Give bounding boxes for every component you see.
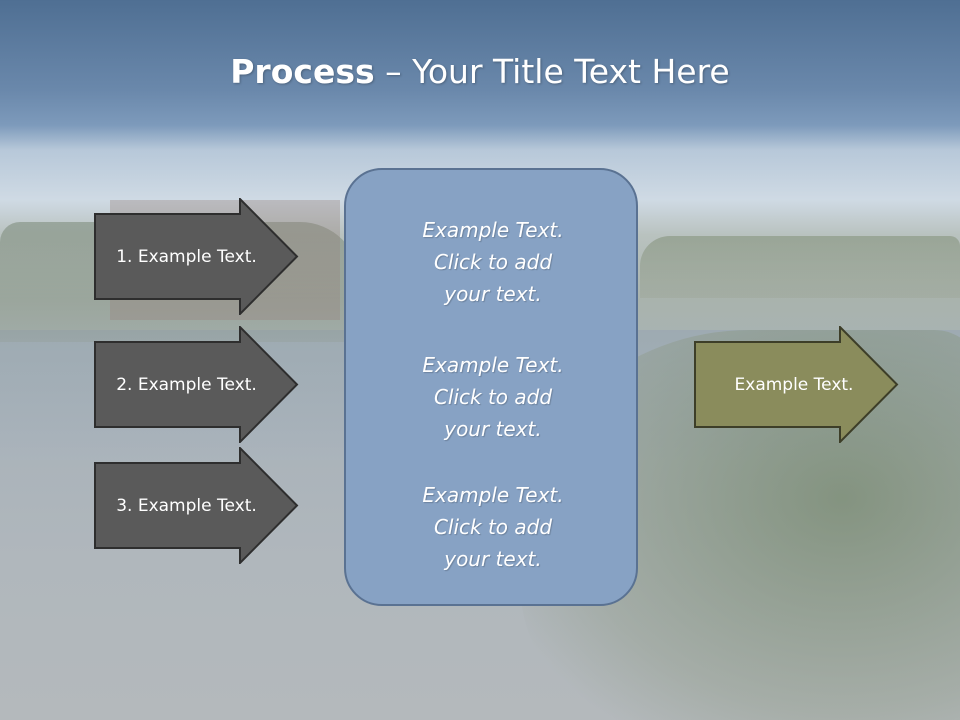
center-text-box[interactable]: Example Text. Click to add your text. Ex…	[344, 168, 638, 606]
output-label: Example Text.	[734, 374, 854, 395]
step-arrow-3[interactable]: 3. Example Text.	[94, 447, 299, 564]
paragraph-line: Example Text.	[422, 353, 564, 377]
center-paragraph-1: Example Text. Click to add your text.	[346, 214, 640, 310]
slide-title[interactable]: Process – Your Title Text Here	[0, 52, 960, 91]
arrow-shape	[94, 447, 299, 564]
arrow-shape	[694, 326, 899, 443]
slide-title-bold: Process	[230, 52, 375, 91]
paragraph-line: Example Text.	[422, 218, 564, 242]
paragraph-line: your text.	[444, 547, 542, 571]
paragraph-line: Click to add	[433, 385, 553, 409]
paragraph-line: Click to add	[433, 250, 553, 274]
center-paragraph-2: Example Text. Click to add your text.	[346, 349, 640, 445]
step-label-2: 2. Example Text.	[116, 374, 257, 395]
paragraph-line: Click to add	[433, 515, 553, 539]
background-treeline-right	[640, 236, 960, 298]
output-arrow[interactable]: Example Text.	[694, 326, 899, 443]
step-arrow-1[interactable]: 1. Example Text.	[94, 198, 299, 315]
step-arrow-2[interactable]: 2. Example Text.	[94, 326, 299, 443]
paragraph-line: your text.	[444, 417, 542, 441]
paragraph-line: Example Text.	[422, 483, 564, 507]
step-label-3: 3. Example Text.	[116, 495, 257, 516]
step-label-1: 1. Example Text.	[116, 246, 257, 267]
paragraph-line: your text.	[444, 282, 542, 306]
arrow-shape	[94, 326, 299, 443]
arrow-shape	[94, 198, 299, 315]
slide-title-rest: – Your Title Text Here	[374, 52, 730, 91]
center-paragraph-3: Example Text. Click to add your text.	[346, 479, 640, 575]
